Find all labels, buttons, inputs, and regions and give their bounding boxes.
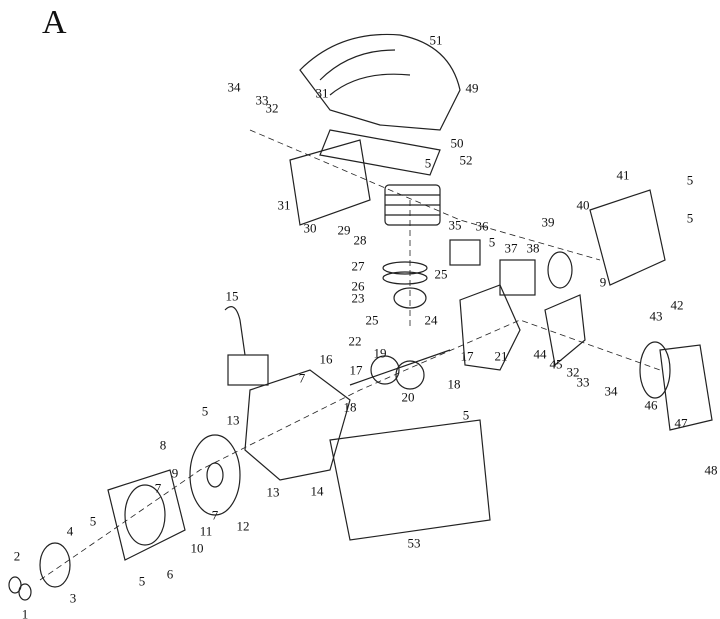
part-number-label: 7 <box>211 507 219 523</box>
part-number-label: 17 <box>460 348 474 364</box>
part-number-label: 28 <box>353 232 367 248</box>
part-number-label: 46 <box>644 397 658 413</box>
part-number-label: 25 <box>434 266 448 282</box>
fan-housing <box>544 189 666 367</box>
part-number-label: 42 <box>670 297 684 313</box>
part-number-label: 10 <box>190 540 204 556</box>
part-number-label: 19 <box>373 345 387 361</box>
part-number-label: 32 <box>566 364 580 380</box>
part-number-label: 11 <box>199 523 213 539</box>
part-number-label: 22 <box>348 333 362 349</box>
part-number-label: 33 <box>255 92 269 108</box>
part-number-label: 24 <box>424 312 438 328</box>
part-number-label: 3 <box>69 590 77 606</box>
part-number-label: 34 <box>604 383 618 399</box>
part-number-label: 40 <box>576 197 590 213</box>
part-number-label: 16 <box>319 351 333 367</box>
part-number-label: 5 <box>138 573 146 589</box>
part-number-label: 13 <box>226 412 240 428</box>
part-number-label: 44 <box>533 346 547 362</box>
part-number-label: 9 <box>171 465 179 481</box>
part-number-label: 5 <box>462 407 470 423</box>
part-number-label: 31 <box>277 197 291 213</box>
air-filter-plate <box>319 129 441 176</box>
carburetor <box>449 239 536 296</box>
ignition-coil <box>224 306 269 386</box>
part-number-label: 32 <box>265 100 279 116</box>
fuel-tank <box>329 419 491 541</box>
part-number-label: 50 <box>450 135 464 151</box>
part-number-label: 43 <box>649 308 663 324</box>
part-number-label: 31 <box>315 85 329 101</box>
figure-label: A <box>42 4 67 41</box>
part-number-label: 12 <box>236 518 250 534</box>
assembly-lines <box>39 129 661 581</box>
flywheel <box>107 434 241 561</box>
part-number-label: 4 <box>66 523 74 539</box>
piston-rings <box>382 261 428 309</box>
part-number-label: 41 <box>616 167 630 183</box>
part-number-label: 21 <box>494 348 508 364</box>
air-filter-box <box>289 139 371 226</box>
part-number-label: 1 <box>21 606 29 619</box>
part-number-label: 5 <box>686 210 694 226</box>
part-number-label: 47 <box>674 415 688 431</box>
part-number-label: 35 <box>448 217 462 233</box>
part-number-label: 23 <box>351 290 365 306</box>
part-number-label: 25 <box>365 312 379 328</box>
part-number-label: 15 <box>225 288 239 304</box>
part-number-label: 17 <box>349 362 363 378</box>
crankcase <box>244 284 521 481</box>
starter <box>639 341 713 431</box>
part-number-label: 30 <box>303 220 317 236</box>
part-number-label: 18 <box>343 399 357 415</box>
part-number-label: 39 <box>541 214 555 230</box>
part-number-label: 8 <box>159 437 167 453</box>
part-number-label: 9 <box>599 274 607 290</box>
part-number-label: 27 <box>351 258 365 274</box>
part-number-label: 52 <box>459 152 473 168</box>
part-number-label: 48 <box>704 462 718 478</box>
part-number-label: 53 <box>407 535 421 551</box>
part-number-label: 45 <box>549 356 563 372</box>
part-number-label: 18 <box>447 376 461 392</box>
part-number-label: 5 <box>686 172 694 188</box>
part-number-label: 13 <box>266 484 280 500</box>
part-number-label: 38 <box>526 240 540 256</box>
crankshaft <box>349 349 451 390</box>
part-number-label: 7 <box>298 370 306 386</box>
part-number-label: 5 <box>488 234 496 250</box>
engine-cover <box>299 33 461 131</box>
part-number-label: 26 <box>351 278 365 294</box>
part-number-label: 5 <box>424 155 432 171</box>
part-number-label: 14 <box>310 483 324 499</box>
part-number-label: 5 <box>89 513 97 529</box>
clutch <box>8 542 71 601</box>
part-number-label: 36 <box>475 218 489 234</box>
cylinder <box>384 184 441 226</box>
part-number-label: 37 <box>504 240 518 256</box>
part-number-label: 49 <box>465 80 479 96</box>
part-number-label: 29 <box>337 222 351 238</box>
part-number-label: 5 <box>201 403 209 419</box>
part-number-label: 51 <box>429 32 443 48</box>
part-number-label: 6 <box>166 566 174 582</box>
part-number-label: 2 <box>13 548 21 564</box>
part-number-label: 33 <box>576 374 590 390</box>
part-number-label: 34 <box>227 79 241 95</box>
part-number-label: 7 <box>154 480 162 496</box>
part-number-label: 20 <box>401 389 415 405</box>
